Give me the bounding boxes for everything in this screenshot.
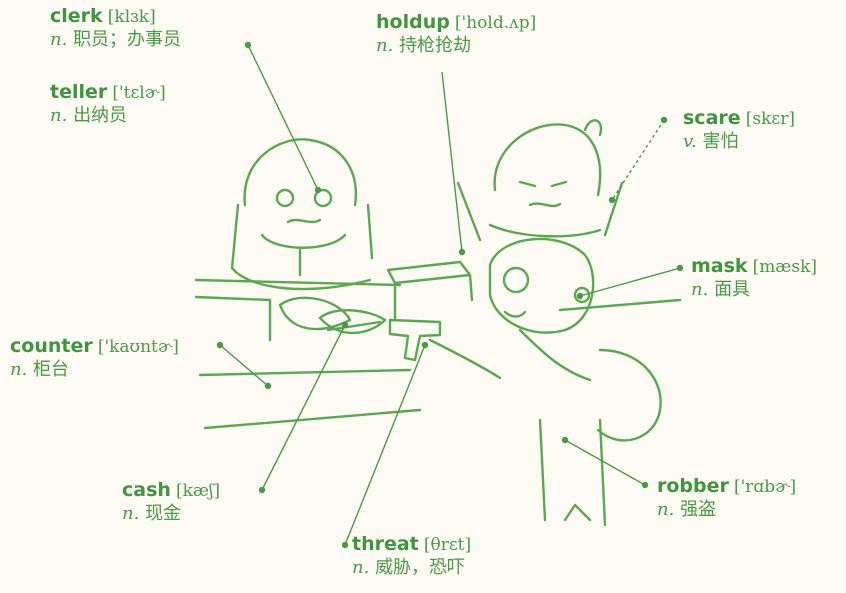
word-robber: robber bbox=[657, 475, 729, 497]
label-scare: scare [skɛr] v. 害怕 bbox=[683, 107, 795, 153]
leader-cash bbox=[258, 321, 349, 494]
word-teller: teller bbox=[50, 81, 108, 103]
label-cash: cash [kæʃ] n. 现金 bbox=[122, 479, 221, 525]
ipa-robber: ['rɑbɚ] bbox=[733, 477, 797, 497]
def-mask: n. 面具 bbox=[691, 278, 817, 301]
meaning-counter: 柜台 bbox=[33, 358, 70, 380]
teller-figure bbox=[230, 138, 374, 331]
label-teller: teller ['tɛlɚ] n. 出纳员 bbox=[50, 81, 166, 127]
def-clerk: n. 职员；办事员 bbox=[50, 28, 182, 51]
pos-mask: n. bbox=[691, 278, 709, 300]
leader-scare bbox=[608, 116, 668, 204]
def-cash: n. 现金 bbox=[122, 502, 220, 525]
def-teller: n. 出纳员 bbox=[50, 104, 166, 127]
def-holdup: n. 持枪抢劫 bbox=[376, 34, 536, 57]
meaning-holdup: 持枪抢劫 bbox=[399, 34, 472, 56]
ipa-counter: ['kaʊntɚ] bbox=[97, 337, 179, 357]
label-threat: threat [θrɛt] n. 威胁，恐吓 bbox=[352, 533, 472, 579]
pos-scare: v. bbox=[683, 130, 697, 152]
leader-counter bbox=[216, 341, 272, 390]
pos-robber: n. bbox=[657, 498, 675, 520]
label-counter: counter ['kaʊntɚ] n. 柜台 bbox=[10, 335, 179, 381]
leader-mask bbox=[576, 264, 684, 300]
pos-teller: n. bbox=[50, 104, 68, 126]
leader-holdup bbox=[441, 71, 466, 256]
ipa-mask: [mæsk] bbox=[752, 257, 818, 277]
ipa-cash: [kæʃ] bbox=[176, 481, 221, 501]
label-robber: robber ['rɑbɚ] n. 强盗 bbox=[657, 475, 797, 521]
gun-drawing bbox=[388, 318, 442, 362]
meaning-cash: 现金 bbox=[145, 502, 182, 524]
ipa-teller: ['tɛlɚ] bbox=[112, 83, 166, 103]
def-counter: n. 柜台 bbox=[10, 358, 179, 381]
meaning-mask: 面具 bbox=[714, 278, 751, 300]
def-threat: n. 威胁，恐吓 bbox=[352, 556, 471, 579]
word-clerk: clerk bbox=[50, 5, 103, 27]
pos-cash: n. bbox=[122, 502, 140, 524]
ipa-holdup: ['hold.ʌp] bbox=[454, 13, 537, 33]
meaning-robber: 强盗 bbox=[680, 498, 717, 520]
pos-counter: n. bbox=[10, 358, 28, 380]
clerk-figure bbox=[456, 119, 624, 242]
pos-clerk: n. bbox=[50, 28, 68, 50]
word-cash: cash bbox=[122, 479, 171, 501]
counter-drawing bbox=[194, 278, 682, 430]
meaning-teller: 出纳员 bbox=[73, 104, 128, 126]
leader-robber bbox=[561, 436, 649, 489]
cash-drawing bbox=[318, 308, 387, 335]
word-scare: scare bbox=[683, 107, 741, 129]
word-mask: mask bbox=[691, 255, 748, 277]
pos-threat: n. bbox=[352, 556, 370, 578]
word-holdup: holdup bbox=[376, 11, 450, 33]
meaning-clerk: 职员；办事员 bbox=[73, 28, 182, 50]
def-scare: v. 害怕 bbox=[683, 130, 795, 153]
ipa-threat: [θrɛt] bbox=[423, 535, 472, 555]
meaning-threat: 威胁，恐吓 bbox=[375, 556, 466, 578]
robber-figure bbox=[428, 237, 662, 527]
label-mask: mask [mæsk] n. 面具 bbox=[691, 255, 818, 301]
leader-threat bbox=[341, 341, 429, 549]
leader-clerk bbox=[244, 41, 322, 194]
pos-holdup: n. bbox=[376, 34, 394, 56]
def-robber: n. 强盗 bbox=[657, 498, 796, 521]
label-clerk: clerk [klɜk] n. 职员；办事员 bbox=[50, 5, 182, 51]
meaning-scare: 害怕 bbox=[702, 130, 739, 152]
word-counter: counter bbox=[10, 335, 93, 357]
box-drawing bbox=[386, 260, 474, 320]
ipa-scare: [skɛr] bbox=[745, 109, 795, 129]
word-threat: threat bbox=[352, 533, 419, 555]
label-holdup: holdup ['hold.ʌp] n. 持枪抢劫 bbox=[376, 11, 537, 57]
ipa-clerk: [klɜk] bbox=[107, 7, 156, 27]
